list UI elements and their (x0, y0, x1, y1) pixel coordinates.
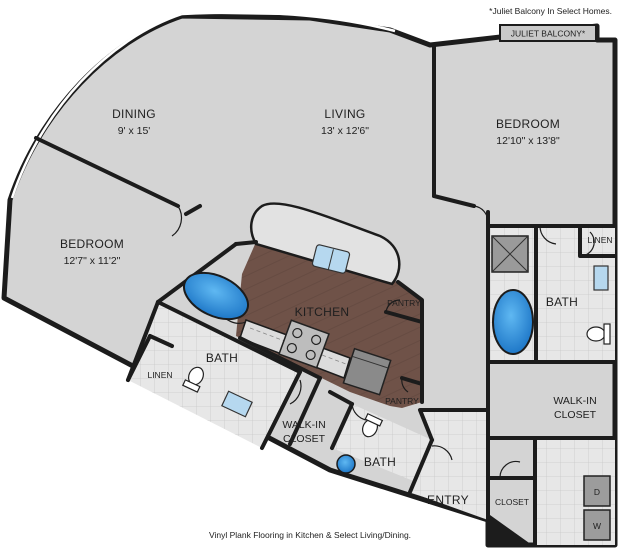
dining-dims: 9' x 15' (118, 125, 151, 137)
entry-stub (490, 515, 532, 545)
bath-center-label: BATH (206, 351, 238, 365)
closet-label: CLOSET (495, 497, 529, 507)
dining-label: DINING (112, 107, 156, 121)
toilet-icon (362, 412, 384, 438)
dryer-icon (583, 475, 611, 507)
laundry: D W (583, 475, 611, 541)
interior-walls (34, 43, 617, 547)
bath-center-floor (128, 302, 300, 448)
bath-right-label: BATH (546, 295, 578, 309)
walkin-center-label-2: CLOSET (283, 433, 326, 445)
bath-fixtures (182, 235, 611, 474)
washer-label: W (593, 521, 601, 531)
living-dims: 13' x 12'6" (321, 125, 369, 137)
juliet-balcony: JULIET BALCONY* (499, 24, 597, 42)
kitchen-counter (239, 319, 392, 396)
room-labels: DINING 9' x 15' LIVING 13' x 12'6" BEDRO… (60, 107, 613, 507)
walkin-right-label-1: WALK-IN (553, 395, 596, 407)
entry-floor (410, 410, 488, 520)
toilet-icon (586, 323, 611, 345)
linen-right-label: LINEN (587, 235, 612, 245)
dryer-label: D (594, 487, 600, 497)
pantry-top-label: PANTRY (387, 298, 421, 308)
walkin-right-label-2: CLOSET (554, 409, 597, 421)
flooring-note: Vinyl Plank Flooring in Kitchen & Select… (209, 530, 411, 540)
juliet-balcony-label: JULIET BALCONY* (511, 29, 586, 39)
bath-lower-label: BATH (364, 455, 396, 469)
living-label: LIVING (324, 107, 365, 121)
linen-left-label: LINEN (147, 370, 172, 380)
tub-icon (492, 289, 534, 355)
sink-icon (221, 390, 253, 418)
refrigerator-icon (342, 347, 392, 396)
tub-icon (183, 271, 249, 321)
shower-icon (491, 235, 529, 273)
bath-lower-floor (332, 404, 432, 482)
pantry-bottom-label: PANTRY (385, 396, 419, 406)
kitchen-island (249, 202, 401, 286)
door-swings (171, 205, 595, 479)
stove-icon (278, 319, 330, 369)
toilet-icon (182, 366, 204, 393)
shower-drain-icon (336, 454, 356, 474)
bedroom-left-dims: 12'7" x 11'2" (64, 255, 121, 267)
sink-icon (593, 265, 609, 291)
bedroom-left-label: BEDROOM (60, 237, 124, 251)
walkin-center-label-1: WALK-IN (282, 419, 325, 431)
bedroom-main-dims: 12'10" x 13'8" (496, 135, 560, 147)
washer-icon (583, 509, 611, 541)
kitchen-label: KITCHEN (295, 305, 350, 319)
balcony-note: *Juliet Balcony In Select Homes. (489, 6, 612, 16)
bedroom-main-label: BEDROOM (496, 117, 560, 131)
entry-label: ENTRY (427, 493, 469, 507)
curved-window (10, 11, 396, 199)
